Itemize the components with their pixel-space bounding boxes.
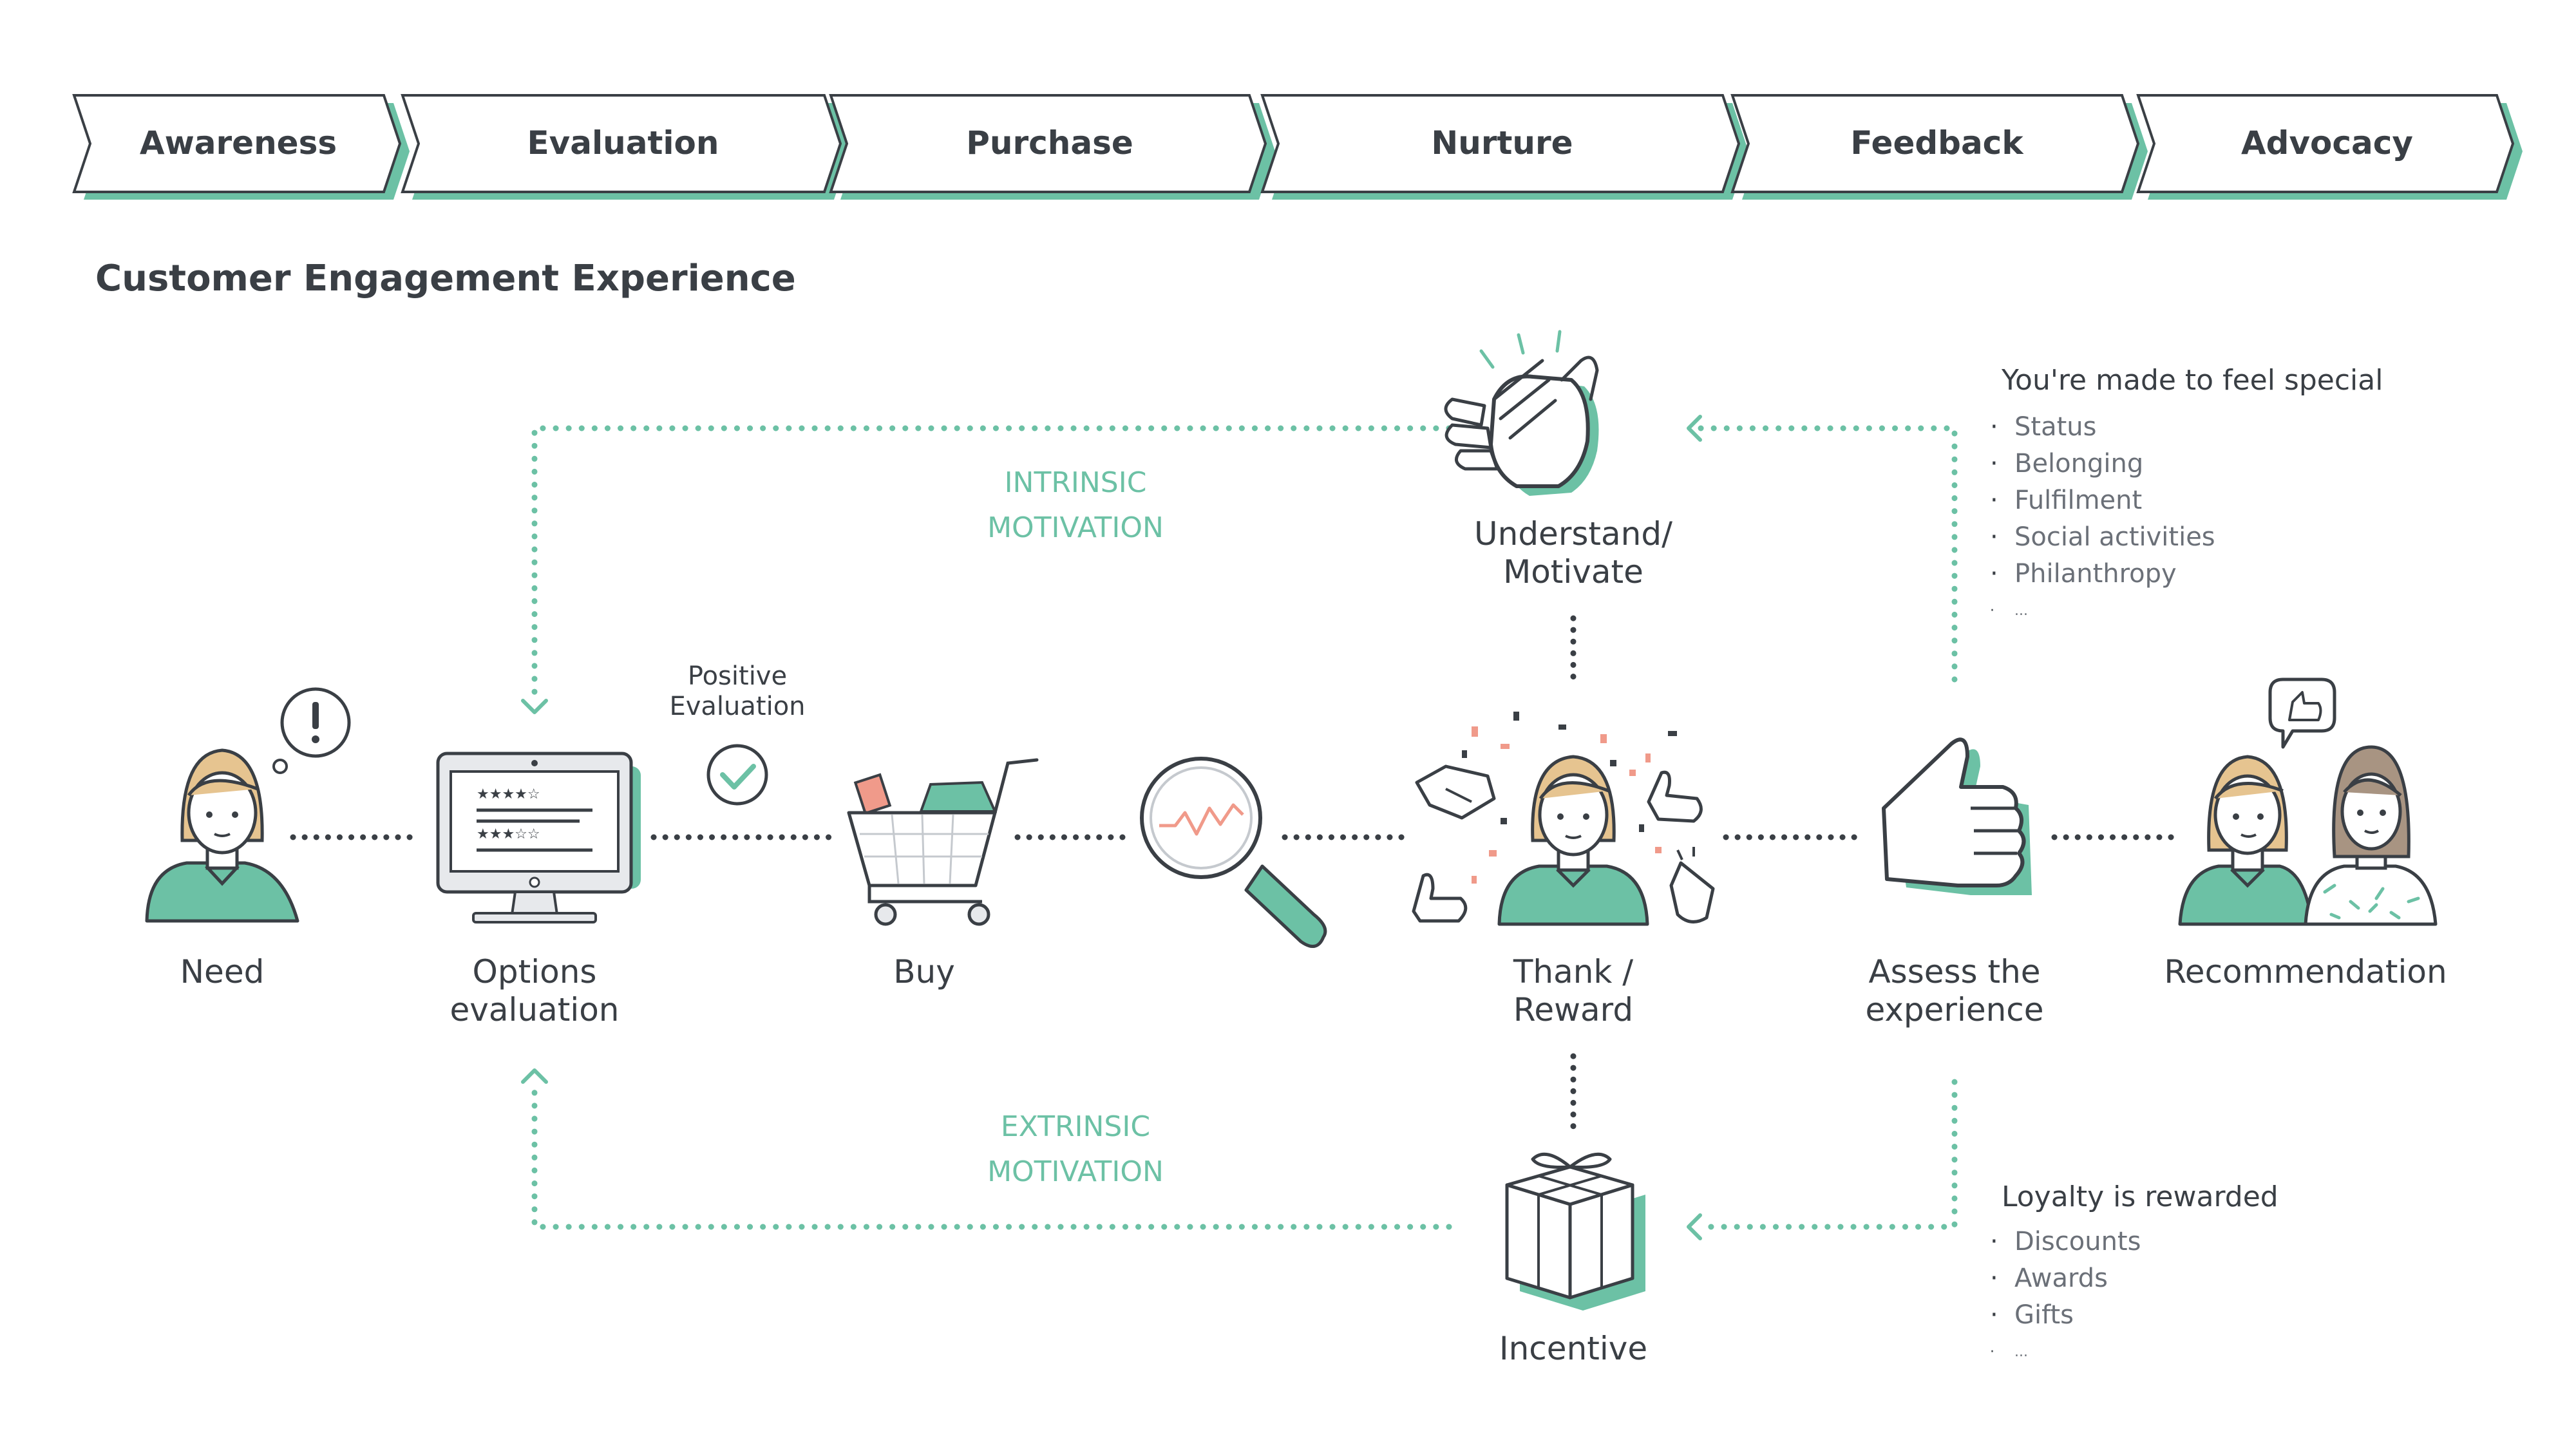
thank-line1: Thank / bbox=[1513, 953, 1634, 990]
list-item: Discounts bbox=[1990, 1224, 2141, 1260]
person-celebration-icon bbox=[1412, 712, 1715, 926]
list-item: Fulfilment bbox=[1990, 482, 2215, 519]
understand-line2: Motivate bbox=[1503, 553, 1643, 591]
page-title: Customer Engagement Experience bbox=[95, 258, 796, 299]
extrinsic-line2: MOTIVATION bbox=[987, 1155, 1164, 1189]
stage-label-feedback: Feedback bbox=[1850, 124, 2023, 162]
stage-label-advocacy: Advocacy bbox=[2240, 124, 2414, 162]
gift-box-icon bbox=[1505, 1152, 1645, 1311]
stage-label-evaluation: Evaluation bbox=[527, 124, 719, 162]
list-item: Awards bbox=[1990, 1260, 2141, 1297]
chevron-feedback bbox=[1730, 94, 2140, 193]
loyalty-list: Discounts Awards Gifts ... bbox=[1990, 1224, 2141, 1370]
options-line1: Options bbox=[472, 953, 597, 990]
thank-line2: Reward bbox=[1513, 991, 1634, 1028]
chevron-evaluation bbox=[401, 94, 842, 193]
intrinsic-line2: MOTIVATION bbox=[987, 511, 1164, 545]
list-item: Belonging bbox=[1990, 446, 2215, 482]
node-label-assess: Assess the experience bbox=[1826, 953, 2083, 1029]
chevron-awareness bbox=[72, 94, 402, 193]
positive-line1: Positive bbox=[687, 661, 788, 691]
check-circle-icon bbox=[706, 744, 768, 806]
special-heading: You're made to feel special bbox=[2002, 364, 2383, 397]
node-label-buy: Buy bbox=[893, 953, 955, 990]
stage-label-awareness: Awareness bbox=[139, 124, 337, 162]
list-item: Status bbox=[1990, 409, 2215, 446]
thumbs-up-icon bbox=[1882, 737, 2032, 895]
list-item: Gifts bbox=[1990, 1297, 2141, 1334]
chevron-nurture bbox=[1260, 94, 1741, 193]
assess-line1: Assess the bbox=[1868, 953, 2041, 990]
extrinsic-loop bbox=[531, 1079, 1958, 1230]
chevron-advocacy bbox=[2136, 94, 2515, 193]
monitor-reviews-icon: ★★★★☆ ★★★☆☆ bbox=[436, 752, 641, 923]
list-item: ... bbox=[1990, 1334, 2141, 1370]
stage-label-nurture: Nurture bbox=[1431, 124, 1573, 162]
node-label-recommendation: Recommendation bbox=[2164, 953, 2447, 990]
node-label-options: Options evaluation bbox=[406, 953, 663, 1029]
options-line2: evaluation bbox=[450, 991, 620, 1028]
magnifier-graph-icon bbox=[1140, 757, 1327, 948]
chevron-purchase bbox=[829, 94, 1267, 193]
two-people-icon bbox=[2178, 677, 2438, 926]
node-label-incentive: Incentive bbox=[1499, 1330, 1648, 1367]
stage-label-purchase: Purchase bbox=[966, 124, 1133, 162]
list-item: Social activities bbox=[1990, 519, 2215, 556]
intrinsic-arrows bbox=[521, 415, 1702, 714]
understand-line1: Understand/ bbox=[1474, 515, 1672, 553]
positive-evaluation-label: Positive Evaluation bbox=[638, 661, 837, 722]
svg-text:★★★☆☆: ★★★☆☆ bbox=[477, 826, 540, 842]
shopping-cart-icon bbox=[847, 758, 1039, 926]
list-item: Philanthropy bbox=[1990, 556, 2215, 592]
svg-text:★★★★☆: ★★★★☆ bbox=[477, 786, 540, 802]
node-label-need: Need bbox=[180, 953, 265, 990]
stage-chevrons bbox=[72, 94, 2523, 200]
loyalty-heading: Loyalty is rewarded bbox=[2002, 1180, 2278, 1213]
intrinsic-line1: INTRINSIC bbox=[1004, 466, 1147, 499]
assess-line2: experience bbox=[1865, 991, 2044, 1028]
list-item: ... bbox=[1990, 592, 2215, 629]
extrinsic-motivation-label: EXTRINSIC MOTIVATION bbox=[921, 1104, 1230, 1195]
person-alert-icon bbox=[145, 687, 351, 923]
flow-connectors bbox=[290, 615, 2177, 1133]
node-label-understand: Understand/ Motivate bbox=[1444, 515, 1702, 591]
clapping-hands-icon bbox=[1444, 330, 1599, 496]
extrinsic-arrows bbox=[521, 1068, 1702, 1240]
extrinsic-line1: EXTRINSIC bbox=[1000, 1110, 1151, 1143]
node-label-thank: Thank / Reward bbox=[1444, 953, 1702, 1029]
intrinsic-motivation-label: INTRINSIC MOTIVATION bbox=[921, 460, 1230, 551]
positive-line2: Evaluation bbox=[669, 692, 806, 722]
special-list: Status Belonging Fulfilment Social activ… bbox=[1990, 409, 2215, 629]
